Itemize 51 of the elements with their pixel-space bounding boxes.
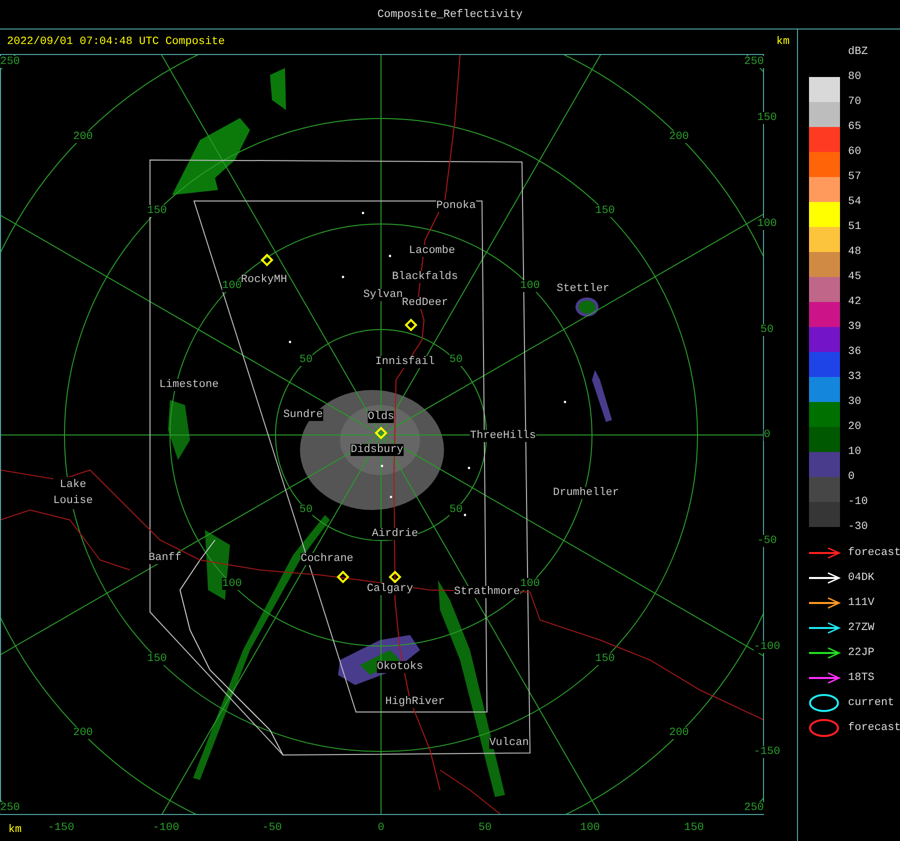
place-label: RockyMH	[240, 274, 288, 286]
axis-tick-label: 50	[760, 324, 774, 336]
place-label: Drumheller	[553, 487, 619, 499]
place-label: ThreeHills	[470, 430, 536, 442]
range-ring-label: 250	[0, 802, 20, 814]
place-label: Blackfalds	[392, 271, 458, 283]
range-ring-label: 50	[299, 354, 313, 366]
range-ring-label: 100	[520, 280, 540, 292]
range-ring-label: 50	[449, 504, 463, 516]
place-label: Limestone	[159, 379, 219, 391]
range-ring-label: 200	[73, 727, 93, 739]
place-label: RedDeer	[402, 297, 448, 309]
axis-tick-label: 0	[764, 429, 770, 441]
place-label: Okotoks	[376, 661, 424, 673]
place-label: HighRiver	[385, 696, 445, 708]
place-label: Airdrie	[372, 528, 418, 540]
range-ring-label: 150	[595, 205, 615, 217]
chart-title: Composite_Reflectivity	[377, 9, 523, 21]
range-ring-label: 150	[147, 653, 167, 665]
axis-tick-label: -150	[754, 746, 780, 758]
range-ring-label: 250	[744, 56, 764, 68]
range-ring-label: 200	[669, 131, 689, 143]
axis-tick-label: 100	[757, 218, 777, 230]
place-label: Banff	[148, 552, 182, 564]
place-label: Didsbury	[350, 444, 404, 456]
place-label: Sundre	[283, 409, 323, 421]
range-ring-label: 200	[73, 131, 93, 143]
place-label: Lake Louise	[53, 477, 93, 509]
range-ring-label: 150	[147, 205, 167, 217]
place-label: Ponoka	[436, 200, 476, 212]
range-ring-label: 200	[669, 727, 689, 739]
range-ring-label: 100	[222, 280, 242, 292]
place-label: Calgary	[366, 583, 414, 595]
range-ring-label: 50	[299, 504, 313, 516]
place-label: Cochrane	[300, 553, 354, 565]
axis-tick-label: 150	[757, 112, 777, 124]
axis-tick-label: -100	[754, 641, 780, 653]
axis-tick-label: -50	[757, 535, 777, 547]
range-ring-label: 100	[520, 578, 540, 590]
place-label: Vulcan	[489, 737, 529, 749]
range-ring-label: 50	[449, 354, 463, 366]
range-ring-label: 150	[595, 653, 615, 665]
place-label: Lacombe	[408, 245, 456, 257]
range-ring-label: 100	[222, 578, 242, 590]
timestamp-label: 2022/09/01 07:04:48 UTC Composite	[7, 36, 225, 48]
place-label: Olds	[368, 411, 394, 423]
place-label: Innisfail	[375, 356, 435, 368]
place-label: Sylvan	[363, 289, 403, 301]
range-ring-label: 250	[0, 56, 20, 68]
place-label: Strathmore	[454, 586, 520, 598]
range-ring-label: 250	[744, 802, 764, 814]
